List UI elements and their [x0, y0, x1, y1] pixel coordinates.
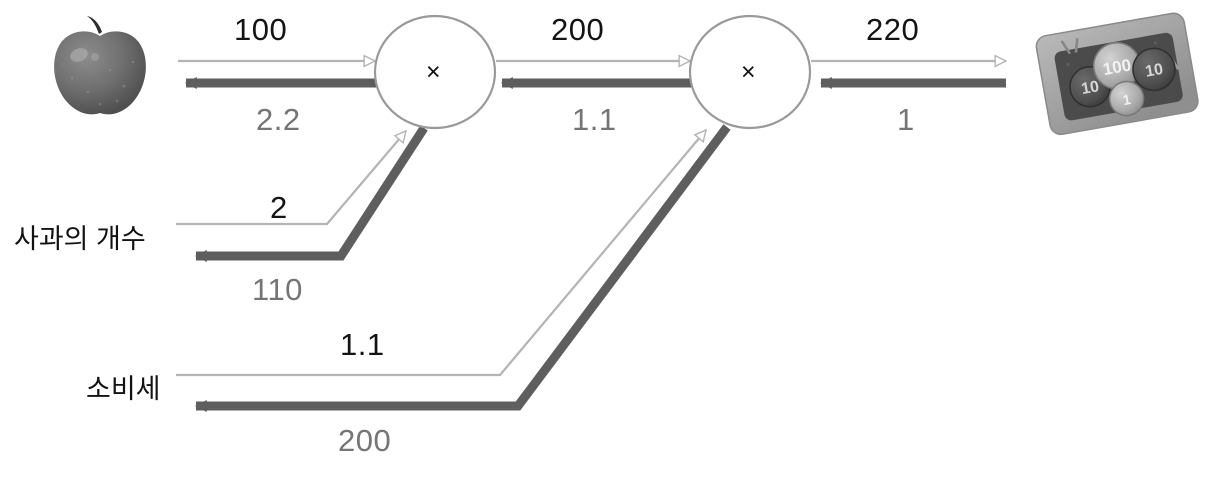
node-multiply-tax-circle[interactable] — [688, 14, 812, 130]
forward-edge-tax-to-node2 — [176, 130, 706, 377]
node-multiply-tax-operator: × — [741, 58, 756, 86]
operation-nodes — [373, 14, 812, 130]
node-multiply-apple-circle[interactable] — [373, 14, 497, 130]
node-multiply-apple-operator: × — [426, 58, 441, 86]
apple-body-icon — [54, 31, 146, 115]
apple-highlight-icon — [70, 48, 88, 62]
apple-stem-icon — [87, 16, 102, 34]
forward-label-apple-price-out: 100 — [234, 12, 288, 47]
svg-text:10: 10 — [1144, 61, 1165, 81]
coin-100-icon: 100 — [1093, 42, 1141, 90]
coin-1-icon: 1 — [1108, 80, 1145, 117]
coin-10-right-icon: 10 — [1132, 47, 1176, 92]
forward-label-apple-subtotal: 200 — [551, 12, 605, 47]
backward-edge-node1-to-applecount — [194, 125, 428, 262]
forward-edges — [176, 61, 1006, 377]
forward-label-tax-rate: 1.1 — [340, 327, 385, 362]
backward-edge-node2-to-tax — [194, 124, 731, 412]
backward-label-grad-apple-count: 110 — [252, 272, 303, 307]
backward-label-grad-tax-rate: 200 — [338, 423, 392, 458]
backward-edges — [184, 77, 1006, 412]
backward-label-grad-subtotal: 1.1 — [572, 102, 617, 137]
svg-text:100: 100 — [1101, 55, 1132, 79]
apple-speckles-icon — [62, 60, 135, 106]
coin-tray-notch-left-icon — [1060, 38, 1079, 55]
variable-label-apple-count: 사과의 개수 — [14, 224, 146, 254]
forward-edge-applecount-to-node1 — [176, 131, 406, 226]
coins-image: 10 100 10 1 — [1035, 12, 1199, 136]
backward-label-grad-apple-price: 2.2 — [256, 102, 301, 137]
apple-highlight-small-icon — [91, 53, 99, 61]
svg-text:1: 1 — [1122, 91, 1133, 108]
apple-image — [54, 16, 146, 115]
forward-label-total-price: 220 — [866, 12, 920, 47]
svg-text:10: 10 — [1080, 78, 1101, 98]
forward-label-apple-count: 2 — [270, 190, 288, 225]
backward-label-grad-total: 1 — [897, 102, 915, 137]
variable-label-consumption-tax: 소비세 — [86, 374, 161, 404]
